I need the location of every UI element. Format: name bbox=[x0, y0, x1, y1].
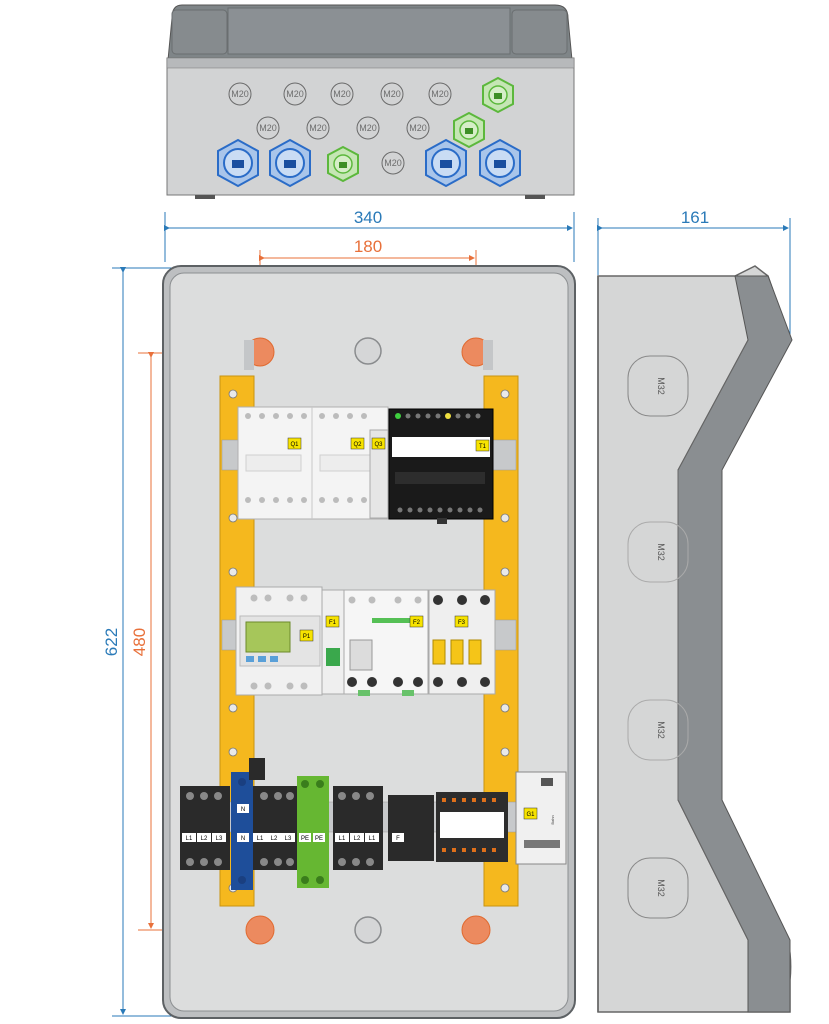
svg-text:PE: PE bbox=[315, 836, 323, 842]
svg-text:F: F bbox=[396, 836, 400, 842]
m32-knockout: M32 bbox=[627, 521, 689, 583]
blue-cable-gland bbox=[269, 138, 311, 188]
svg-text:M20: M20 bbox=[286, 89, 304, 99]
svg-text:L1: L1 bbox=[186, 836, 193, 842]
svg-text:622: 622 bbox=[102, 628, 121, 656]
svg-text:Bahn: Bahn bbox=[550, 815, 555, 824]
m20-knockout: M20 bbox=[228, 82, 252, 106]
m32-knockout: M32 bbox=[627, 699, 689, 761]
m20-knockout: M20 bbox=[406, 116, 430, 140]
m20-knockout: M20 bbox=[330, 82, 354, 106]
svg-text:PE: PE bbox=[301, 836, 309, 842]
green-cable-gland bbox=[453, 111, 485, 149]
label-f2: F2 bbox=[409, 615, 424, 628]
label-p1: P1 bbox=[299, 629, 314, 642]
svg-text:Q3: Q3 bbox=[374, 442, 383, 448]
svg-text:T1: T1 bbox=[479, 444, 487, 450]
svg-text:161: 161 bbox=[681, 208, 709, 227]
m20-knockout: M20 bbox=[428, 82, 452, 106]
svg-text:L1: L1 bbox=[369, 836, 376, 842]
dimension-622: 622 bbox=[102, 267, 178, 1017]
svg-text:L2: L2 bbox=[354, 836, 361, 842]
svg-text:L3: L3 bbox=[216, 836, 223, 842]
green-cable-glands bbox=[327, 76, 514, 183]
svg-text:F1: F1 bbox=[329, 620, 337, 626]
svg-text:L2: L2 bbox=[271, 836, 278, 842]
m20-knockout: M20 bbox=[283, 82, 307, 106]
svg-text:M32: M32 bbox=[656, 721, 666, 739]
svg-text:N: N bbox=[241, 807, 245, 813]
m32-knockouts: M32 M32 M32 M32 bbox=[627, 355, 689, 919]
svg-text:340: 340 bbox=[354, 208, 382, 227]
svg-text:M32: M32 bbox=[656, 377, 666, 395]
svg-text:L1: L1 bbox=[257, 836, 264, 842]
svg-text:M20: M20 bbox=[309, 123, 327, 133]
svg-text:M20: M20 bbox=[409, 123, 427, 133]
svg-text:G1: G1 bbox=[526, 812, 535, 818]
dimension-161: 161 bbox=[597, 208, 791, 340]
m20-knockouts: M20 M20 M20 M20 M20 M20 M20 M20 M20 M20 bbox=[228, 82, 452, 175]
green-cable-gland bbox=[482, 76, 514, 114]
label-t1: T1 bbox=[475, 439, 490, 452]
svg-text:F2: F2 bbox=[413, 620, 421, 626]
blue-cable-glands bbox=[217, 138, 521, 188]
terminal-blocks: N L1 L2 L3 L1 L2 L3 N PE PE L1 L2 L1 F bbox=[180, 758, 508, 890]
top-view: M20 M20 M20 M20 M20 M20 M20 M20 M20 M20 bbox=[166, 4, 575, 199]
svg-text:P1: P1 bbox=[303, 634, 311, 640]
svg-text:L3: L3 bbox=[285, 836, 292, 842]
label-g1: G1 bbox=[523, 807, 538, 820]
label-q1: Q1 bbox=[287, 437, 302, 450]
m32-knockout: M32 bbox=[627, 857, 689, 919]
blue-cable-gland bbox=[479, 138, 521, 188]
m20-knockout: M20 bbox=[380, 82, 404, 106]
svg-text:F3: F3 bbox=[458, 620, 466, 626]
svg-text:N: N bbox=[241, 836, 245, 842]
m20-knockout: M20 bbox=[306, 116, 330, 140]
svg-text:L1: L1 bbox=[339, 836, 346, 842]
label-f1: F1 bbox=[325, 615, 340, 628]
svg-text:M20: M20 bbox=[333, 89, 351, 99]
terminal-label-strip: N L1 L2 L3 L1 L2 L3 N PE PE L1 L2 L1 F bbox=[182, 804, 404, 842]
dimension-340: 340 bbox=[164, 208, 575, 262]
blue-cable-gland bbox=[425, 138, 467, 188]
row1-devices: Q1 Q2 Q3 T1 bbox=[237, 406, 494, 524]
label-f3: F3 bbox=[454, 615, 469, 628]
m20-knockout: M20 bbox=[356, 116, 380, 140]
g1-device: G1 Bahn bbox=[515, 771, 567, 865]
label-q2: Q2 bbox=[350, 437, 365, 450]
svg-text:Q1: Q1 bbox=[290, 442, 299, 448]
svg-text:M20: M20 bbox=[383, 89, 401, 99]
front-view: Q1 Q2 Q3 T1 bbox=[162, 265, 576, 1019]
row2-devices: P1 F1 F2 bbox=[235, 586, 496, 696]
m32-knockout: M32 bbox=[627, 355, 689, 417]
m20-knockout: M20 bbox=[381, 151, 405, 175]
label-q3: Q3 bbox=[371, 437, 386, 450]
svg-text:Q2: Q2 bbox=[353, 442, 362, 448]
svg-text:M20: M20 bbox=[259, 123, 277, 133]
svg-text:M20: M20 bbox=[231, 89, 249, 99]
blue-cable-gland bbox=[217, 138, 259, 188]
svg-text:M32: M32 bbox=[656, 879, 666, 897]
svg-text:180: 180 bbox=[354, 237, 382, 256]
svg-text:M20: M20 bbox=[384, 158, 402, 168]
side-view: M32 M32 M32 M32 bbox=[597, 265, 793, 1013]
svg-text:M20: M20 bbox=[431, 89, 449, 99]
svg-text:M32: M32 bbox=[656, 543, 666, 561]
svg-text:L2: L2 bbox=[201, 836, 208, 842]
green-cable-gland bbox=[327, 145, 359, 183]
m20-knockout: M20 bbox=[256, 116, 280, 140]
svg-text:480: 480 bbox=[130, 628, 149, 656]
svg-text:M20: M20 bbox=[359, 123, 377, 133]
